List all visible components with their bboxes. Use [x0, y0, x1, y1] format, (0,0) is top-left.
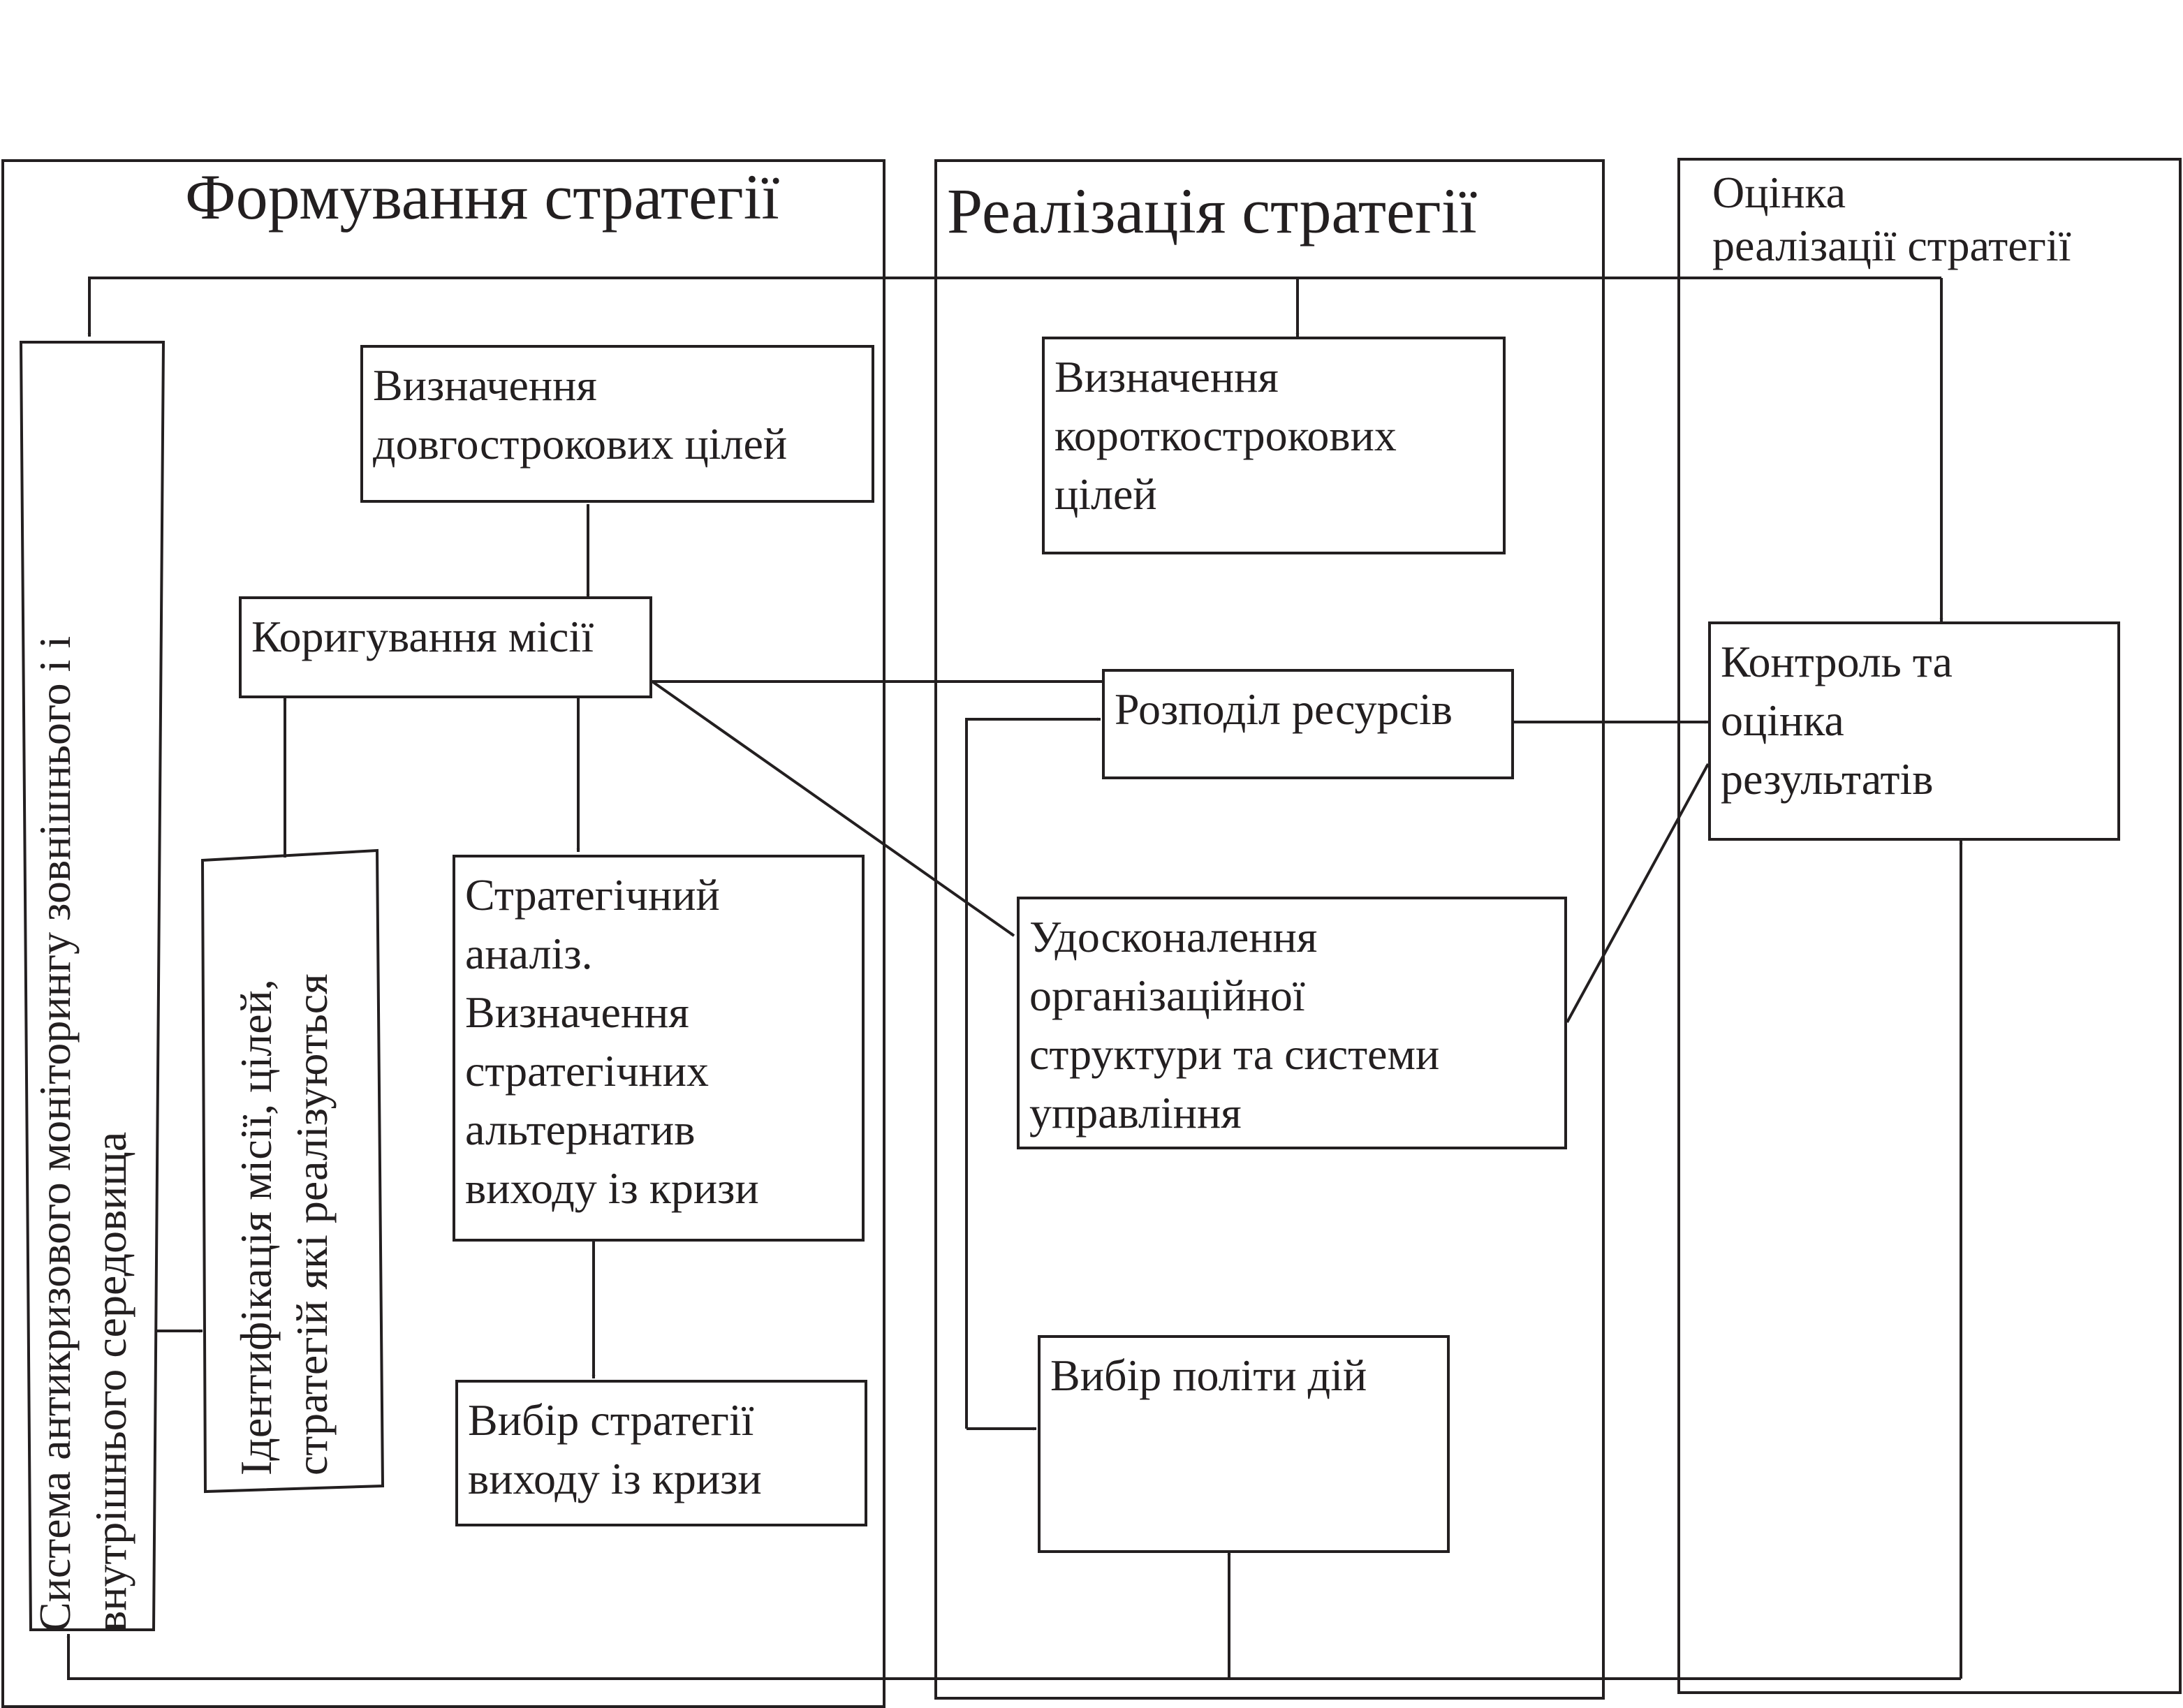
org-improvement-box: Удосконалення організаційної структури т… [1017, 897, 1567, 1149]
implementation-panel [934, 159, 1605, 1700]
bracket-to-resources-arrow [965, 717, 1101, 1429]
long-term-goals-box: Визначення довгострокових цілей [360, 345, 874, 503]
org-to-control-arrow [1566, 763, 1710, 1023]
evaluation-title: Оцінка реалізації стратегії [1712, 168, 2071, 270]
bottom-feedback-line [66, 1633, 1961, 1680]
mission-correction-box: Коригування місії [239, 596, 652, 698]
mission-to-org-arrow [651, 680, 1015, 937]
implementation-title: Реалізація стратегії [947, 175, 1477, 246]
policy-choice-box: Вибір політи дій [1038, 1335, 1450, 1553]
monitoring-box: Система антикризового моніторингу зовніш… [30, 635, 135, 1632]
evaluation-panel [1677, 158, 2182, 1694]
strategic-analysis-box: Стратегічний аналіз. Визначення стратегі… [453, 855, 865, 1242]
formation-title: Формування стратегії [185, 161, 779, 233]
top-feedback-line-left [87, 277, 1941, 337]
identification-box-outline [200, 848, 385, 1494]
strategy-choice-box: Вибір стратегії виходу із кризи [455, 1380, 867, 1526]
control-box: Контроль та оцінка результатів [1708, 621, 2120, 841]
resource-allocation-box: Розподіл ресурсів [1102, 669, 1514, 779]
identification-box: Ідентифікація місії, цілей, стратегій як… [231, 973, 337, 1475]
monitoring-box-outline [19, 341, 166, 1631]
formation-panel [1, 159, 885, 1708]
short-term-goals-box: Визначення короткострокових цілей [1042, 337, 1506, 554]
